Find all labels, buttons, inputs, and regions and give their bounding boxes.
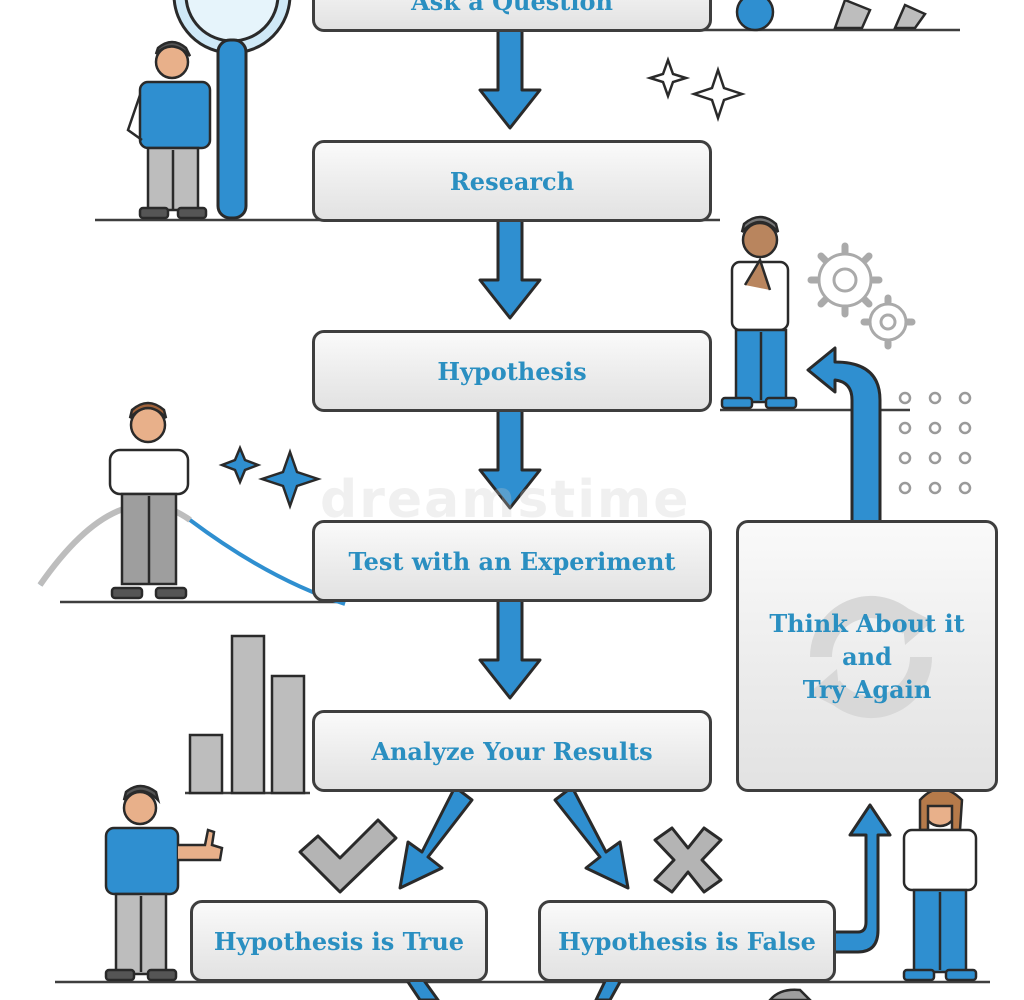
gear-icons bbox=[807, 242, 916, 350]
step-hypothesis-true-label: Hypothesis is True bbox=[213, 926, 465, 956]
step-hypothesis-false-label: Hypothesis is False bbox=[558, 926, 816, 956]
sparkle-icons-blue bbox=[218, 444, 322, 510]
refresh-cycle-icon bbox=[809, 596, 933, 718]
arrow-to-true bbox=[398, 785, 474, 890]
down-arrow-3 bbox=[478, 400, 542, 510]
think-line-3: Try Again bbox=[802, 674, 932, 704]
step-analyze-results-label: Analyze Your Results bbox=[371, 736, 653, 766]
top-right-decoration bbox=[735, 0, 927, 32]
thinking-person bbox=[720, 215, 798, 410]
sparkle-icons-top bbox=[645, 56, 746, 122]
check-icon bbox=[298, 818, 398, 894]
step-test-experiment: Test with an Experiment bbox=[312, 520, 712, 602]
down-arrow-4 bbox=[478, 590, 542, 700]
step-research-label: Research bbox=[449, 166, 575, 196]
thumbs-up-person bbox=[104, 784, 224, 982]
step-think-try-again-text: Think About it and Try Again bbox=[769, 607, 964, 706]
step-hypothesis-label: Hypothesis bbox=[437, 356, 587, 386]
person-holding-magnifier bbox=[126, 40, 212, 220]
arrow-to-false bbox=[553, 785, 630, 890]
step-ask-question-label: Ask a Question bbox=[411, 0, 613, 16]
step-ask-question: Ask a Question bbox=[312, 0, 712, 32]
step-test-experiment-label: Test with an Experiment bbox=[348, 546, 676, 576]
arrow-false-to-think bbox=[820, 803, 892, 954]
cross-icon bbox=[653, 826, 723, 894]
think-line-2: and bbox=[842, 641, 892, 671]
down-arrow-2 bbox=[478, 210, 542, 320]
step-hypothesis-true: Hypothesis is True bbox=[190, 900, 488, 982]
bottom-partial-figure bbox=[768, 988, 812, 1000]
step-hypothesis-false: Hypothesis is False bbox=[538, 900, 836, 982]
step-hypothesis: Hypothesis bbox=[312, 330, 712, 412]
magnifier-icon bbox=[172, 0, 292, 220]
arrow-think-to-hypothesis bbox=[806, 346, 882, 532]
woman-figure bbox=[902, 787, 978, 982]
down-arrow-1 bbox=[478, 20, 542, 130]
think-line-1: Think About it bbox=[769, 608, 965, 638]
person-with-glasses bbox=[37, 401, 346, 606]
step-research: Research bbox=[312, 140, 712, 222]
dot-grid bbox=[898, 391, 972, 495]
step-think-try-again: Think About it and Try Again bbox=[736, 520, 998, 792]
step-analyze-results: Analyze Your Results bbox=[312, 710, 712, 792]
bar-graph-icon bbox=[188, 634, 306, 795]
